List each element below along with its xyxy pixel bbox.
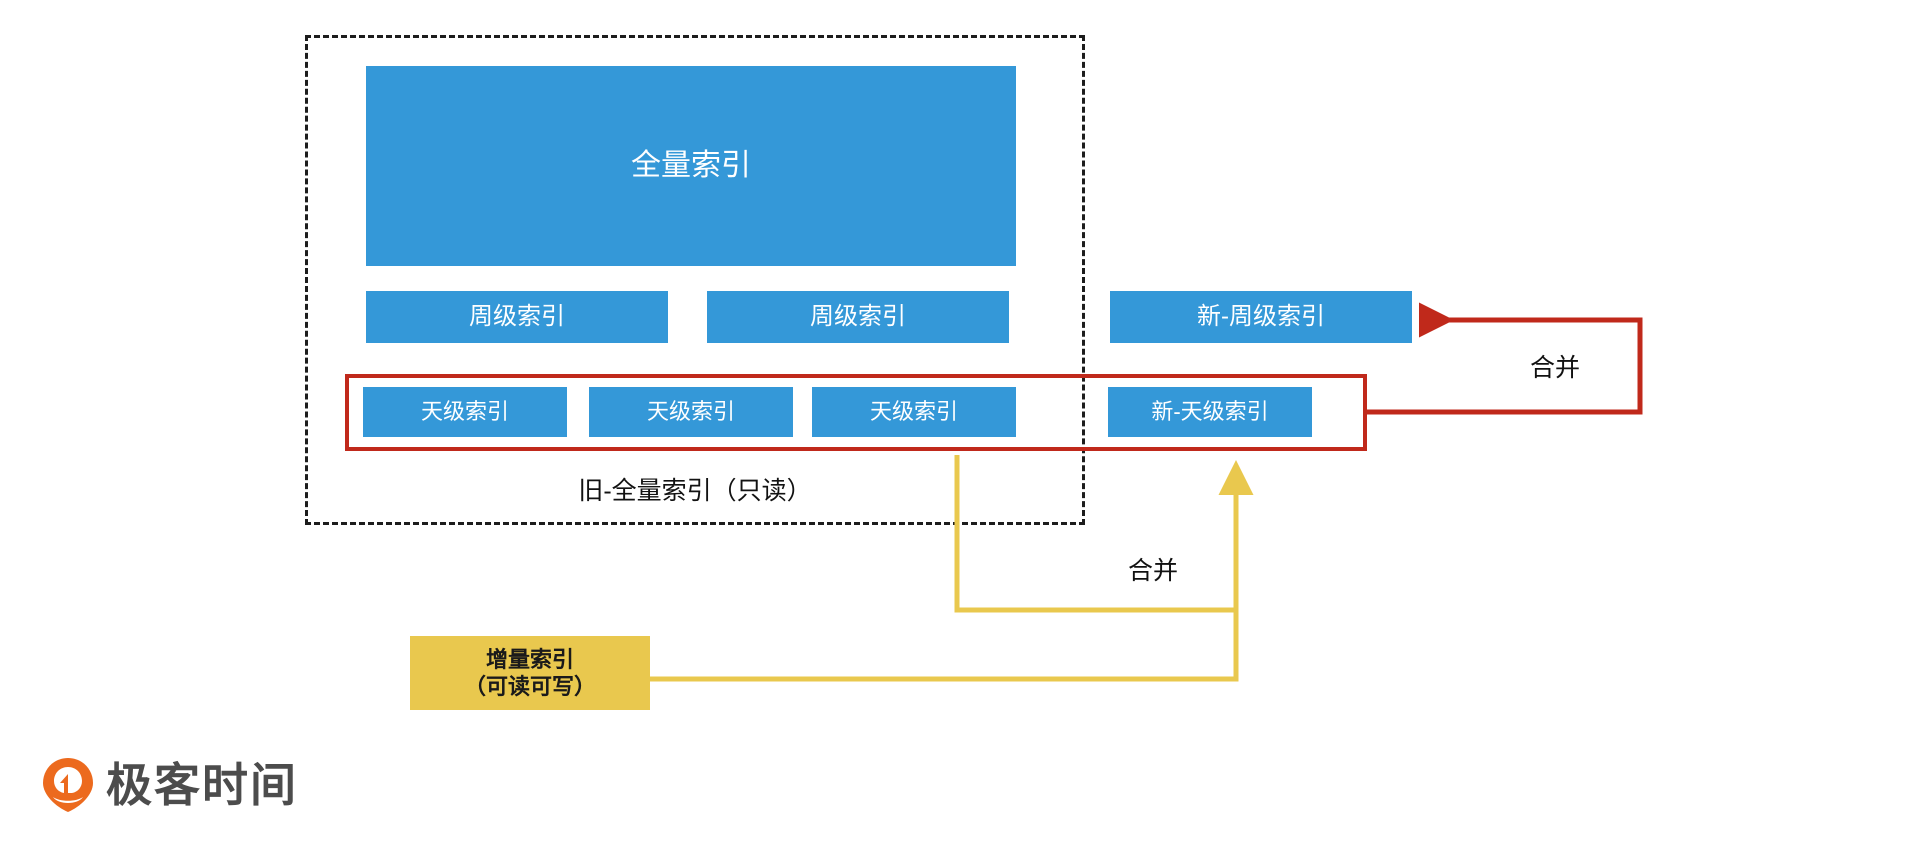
new-daily-index-box: 新-天级索引: [1108, 387, 1312, 437]
weekly-index-box-1: 周级索引: [366, 291, 668, 343]
incremental-index-box: 增量索引 （可读可写）: [410, 636, 650, 710]
merge-label-red: 合并: [1530, 354, 1581, 382]
merge-label-yellow: 合并: [1128, 557, 1179, 585]
incremental-index-line-1: 增量索引: [485, 646, 574, 672]
full-index-box: 全量索引: [366, 66, 1016, 266]
daily-index-box-3: 天级索引: [812, 387, 1016, 437]
daily-index-box-1: 天级索引: [363, 387, 567, 437]
brand-logo-text: 极客时间: [106, 759, 298, 811]
daily-index-box-2: 天级索引: [589, 387, 793, 437]
geektime-logo-icon: [43, 758, 93, 812]
incremental-index-line-2: （可读可写）: [463, 674, 596, 699]
daily-index-red-frame: [345, 374, 1367, 451]
weekly-index-box-2: 周级索引: [707, 291, 1009, 343]
brand-logo: 极客时间: [42, 757, 298, 813]
old-full-index-caption: 旧-全量索引（只读）: [578, 477, 812, 505]
new-weekly-index-box: 新-周级索引: [1110, 291, 1412, 343]
